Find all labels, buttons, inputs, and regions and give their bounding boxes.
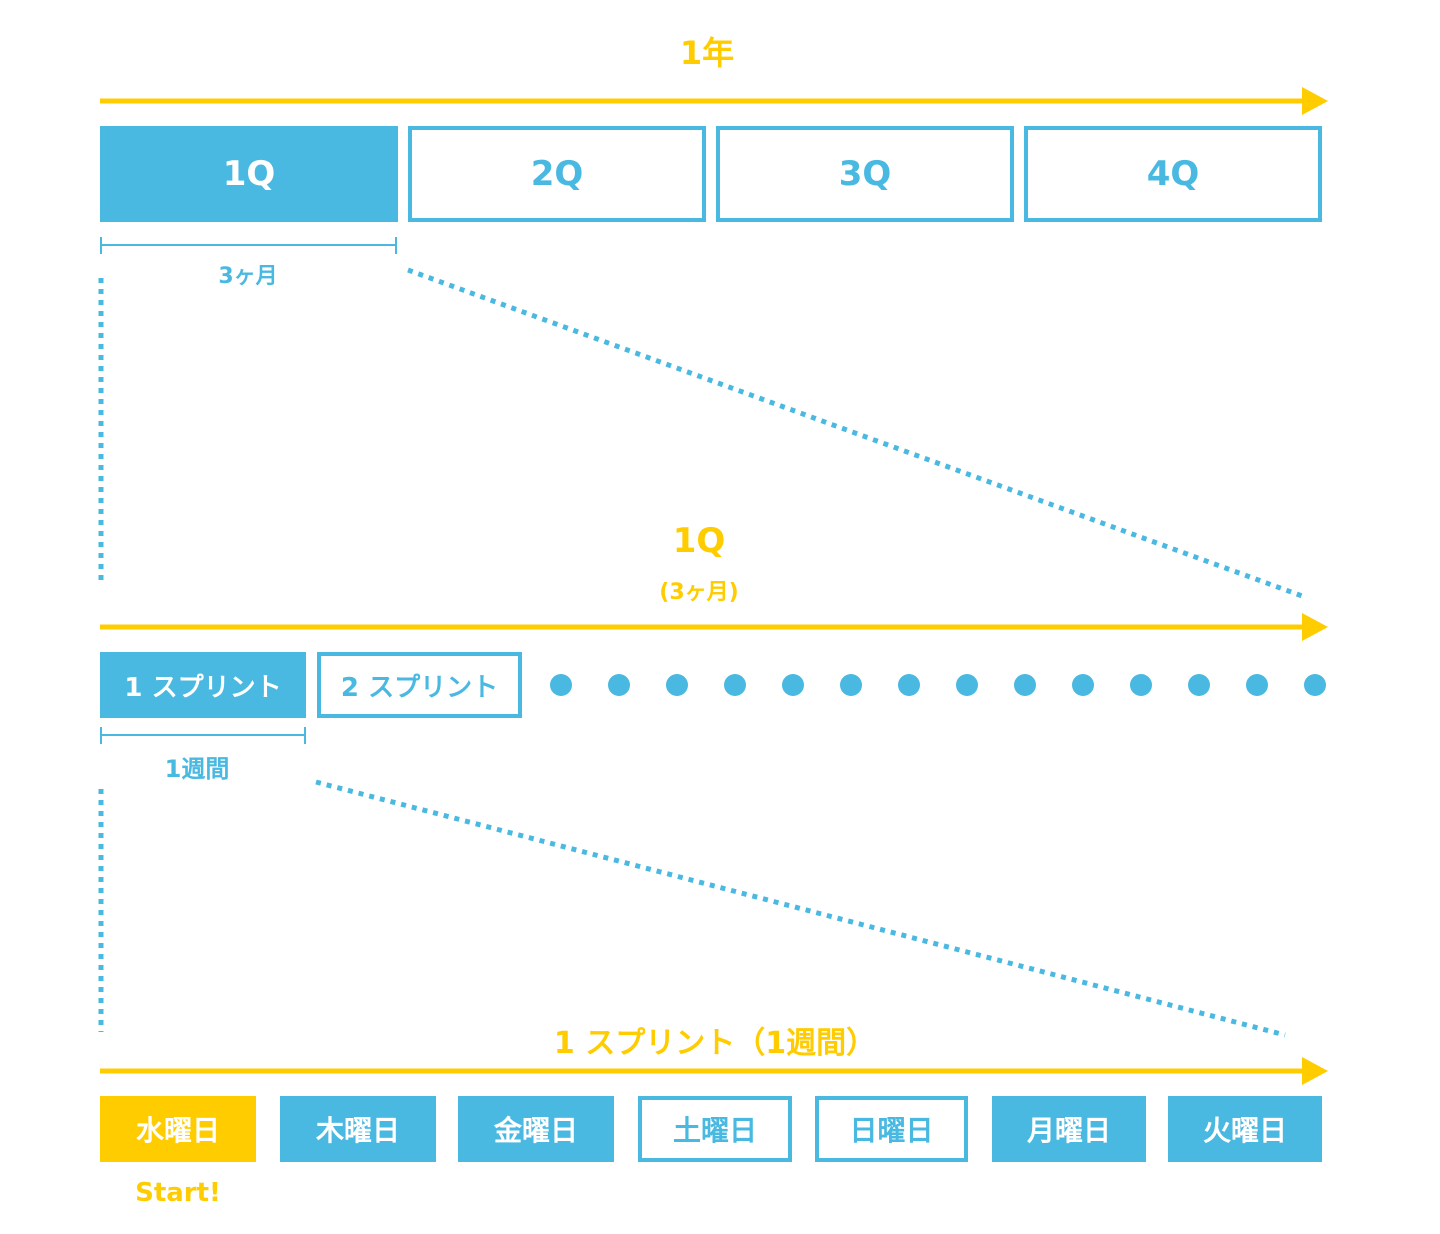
- zoom-line-diagonal-2: [315, 779, 1286, 1038]
- sprint-dot: [666, 674, 688, 696]
- remaining-sprints-dots: [550, 674, 1326, 696]
- sprint-span-label: 1週間: [164, 755, 230, 783]
- start-label: Start!: [135, 1178, 221, 1208]
- day-box: 月曜日: [992, 1096, 1146, 1162]
- quarter-span-label: 3ヶ月: [218, 264, 278, 289]
- sprint-dot: [840, 674, 862, 696]
- quarter-subtitle: (3ヶ月): [659, 580, 739, 605]
- sprint-dot: [1130, 674, 1152, 696]
- sprint-dot: [1072, 674, 1094, 696]
- sprint-dot: [1304, 674, 1326, 696]
- sprint-dot: [550, 674, 572, 696]
- day-box: 日曜日: [815, 1096, 968, 1162]
- quarter-box-4: 4Q: [1024, 126, 1322, 222]
- sprint-dot: [724, 674, 746, 696]
- sprint-dot: [608, 674, 630, 696]
- sprint-arrow: [100, 1057, 1328, 1085]
- zoom-line-diagonal-1: [407, 267, 1306, 600]
- day-box: 木曜日: [280, 1096, 436, 1162]
- sprint-title: 1 スプリント（1週間）: [553, 1026, 877, 1061]
- quarter-title: 1Q: [672, 521, 726, 561]
- sprint-dot: [1014, 674, 1036, 696]
- day-box: 金曜日: [458, 1096, 614, 1162]
- sprint-dot: [956, 674, 978, 696]
- quarter-box-3: 3Q: [716, 126, 1014, 222]
- sprint-dot: [782, 674, 804, 696]
- sprint-dot: [1246, 674, 1268, 696]
- sprint-box-2: 2 スプリント: [317, 652, 522, 718]
- quarter-box-1: 1Q: [100, 126, 398, 222]
- year-title: 1年: [679, 34, 735, 72]
- quarter-arrow: [100, 613, 1328, 641]
- day-box: 水曜日: [100, 1096, 256, 1162]
- year-arrow: [100, 87, 1328, 115]
- quarter-span-bracket: [100, 237, 397, 254]
- sprint-dot: [1188, 674, 1210, 696]
- day-box: 火曜日: [1168, 1096, 1322, 1162]
- sprint-dot: [898, 674, 920, 696]
- quarter-box-2: 2Q: [408, 126, 706, 222]
- day-box: 土曜日: [638, 1096, 792, 1162]
- sprint-box-1: 1 スプリント: [100, 652, 306, 718]
- sprint-span-bracket: [100, 727, 306, 744]
